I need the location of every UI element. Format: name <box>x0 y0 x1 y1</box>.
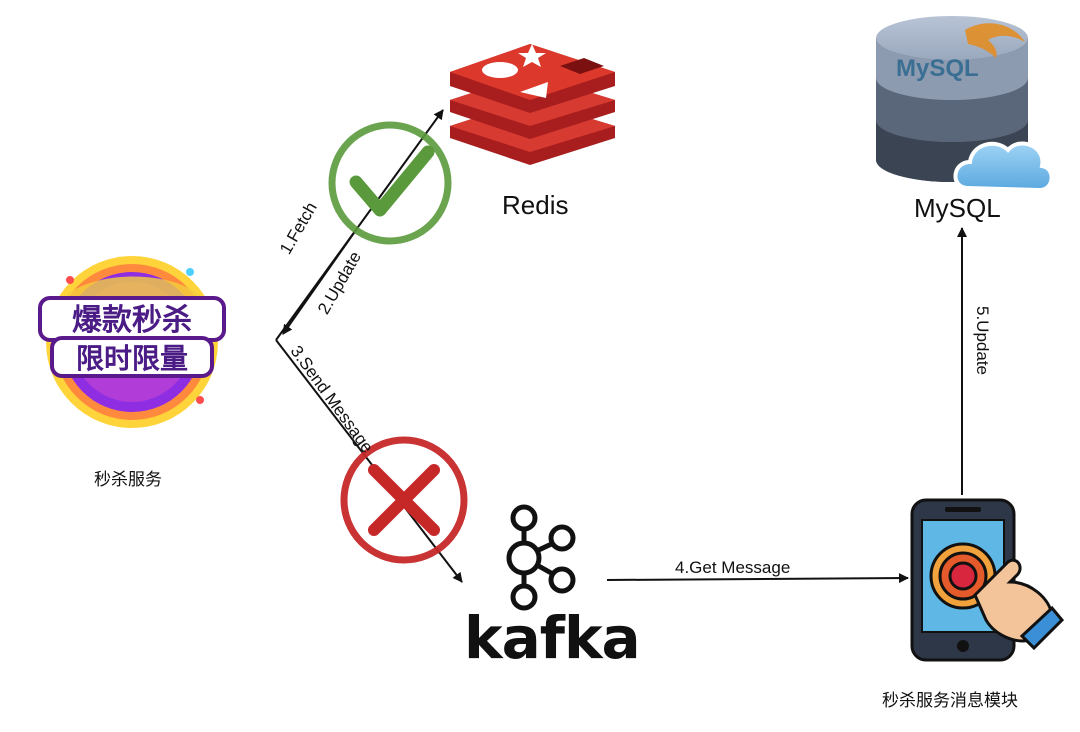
cross-mark-icon <box>340 436 468 564</box>
mysql-database-cloud-icon: MySQL <box>876 16 1054 193</box>
arrow-return <box>282 229 357 335</box>
seckill-badge-icon: 爆款秒杀 限时限量 <box>38 256 226 428</box>
mysql-label: MySQL <box>914 193 1001 223</box>
phone-fingerprint-icon <box>910 498 1065 662</box>
seckill-service-label: 秒杀服务 <box>94 470 162 489</box>
kafka-logo-icon <box>506 504 576 611</box>
edges <box>275 109 967 584</box>
mysql-logo-text: MySQL <box>896 55 979 82</box>
kafka-label: kafka <box>464 604 641 672</box>
edge-label-update-mysql: 5.Update <box>973 306 992 375</box>
redis-label: Redis <box>502 190 569 220</box>
arrow-send-message <box>275 339 463 583</box>
edge-label-get-message: 4.Get Message <box>675 558 791 577</box>
redis-logo-icon <box>450 44 615 165</box>
message-module-label: 秒杀服务消息模块 <box>882 691 1018 710</box>
check-mark-icon <box>328 121 452 245</box>
badge-line1-text: 爆款秒杀 <box>72 303 192 338</box>
arrow-fetch-update <box>275 109 444 341</box>
badge-line2-text: 限时限量 <box>76 342 188 375</box>
arrow-get-message <box>606 573 909 584</box>
